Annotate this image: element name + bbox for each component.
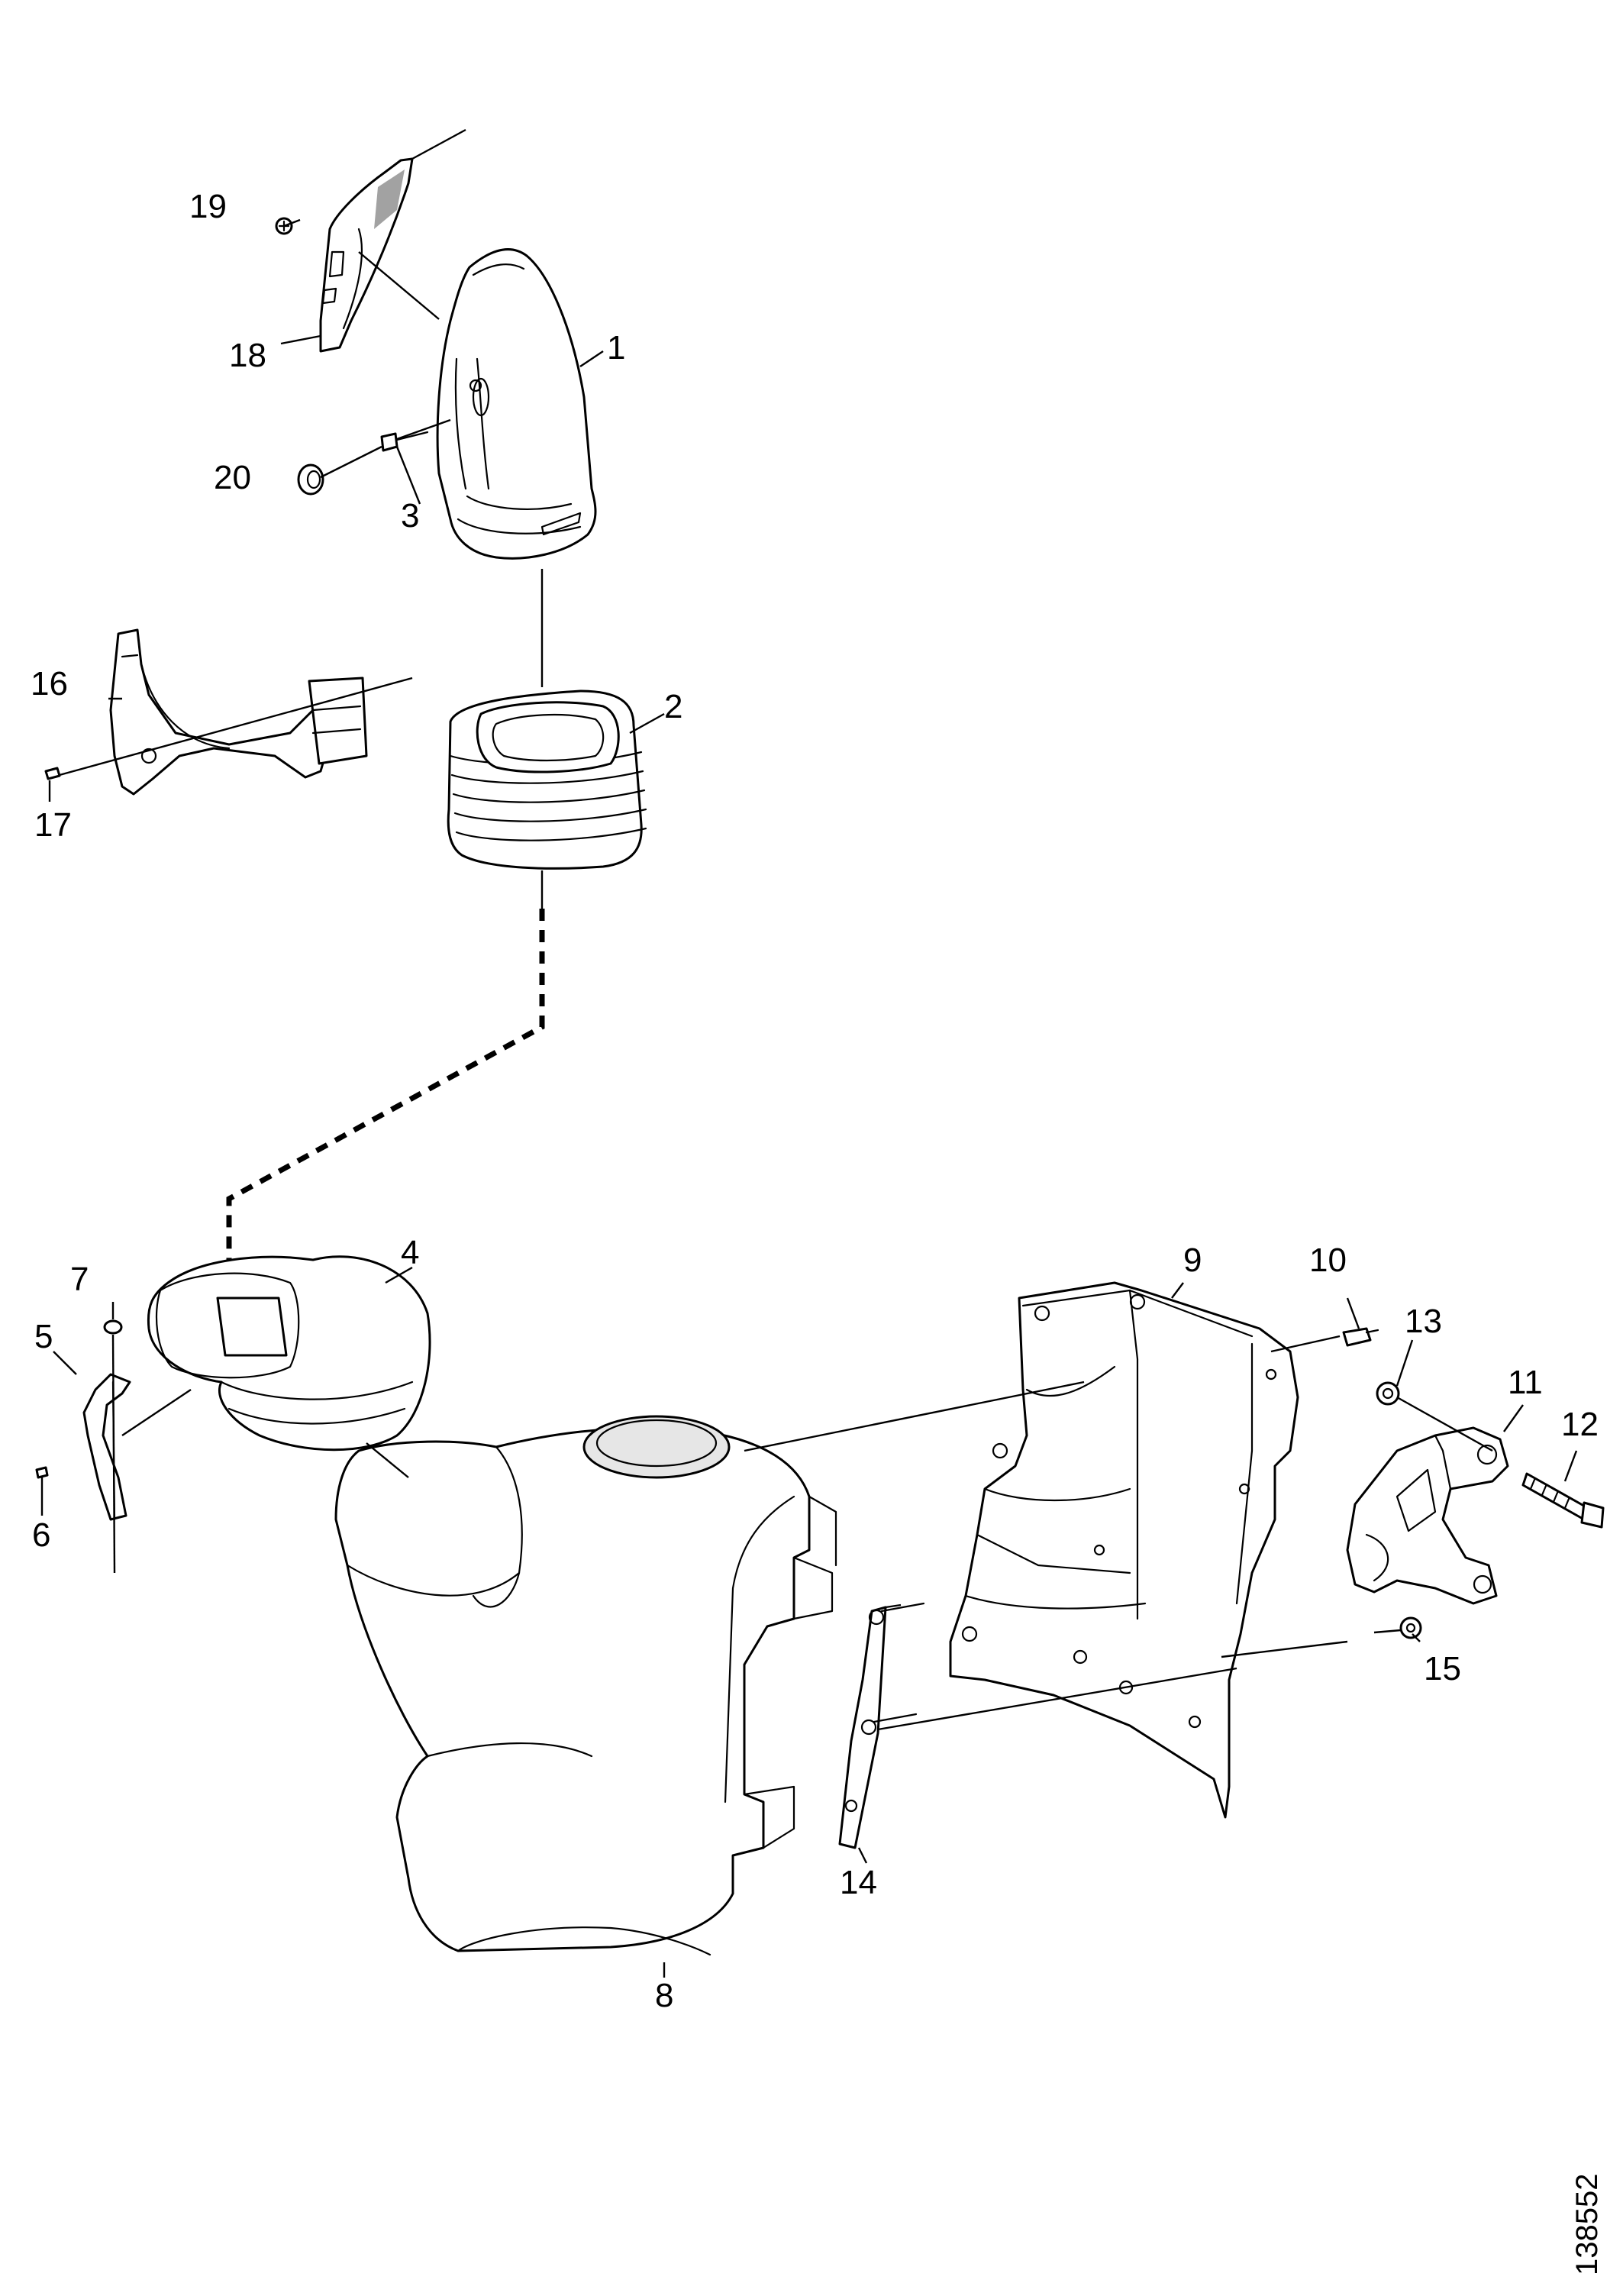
callout-18: 18	[229, 337, 266, 374]
part-16-bracket	[109, 628, 368, 796]
part-11-mount-bracket	[1346, 1426, 1509, 1605]
part-4-duct-adapter	[147, 1255, 431, 1452]
part-17-screw	[44, 767, 61, 780]
document-number: 138552	[1570, 2174, 1604, 2275]
part-7-fastener	[103, 1319, 123, 1335]
callout-5: 5	[34, 1318, 53, 1355]
callout-16: 16	[31, 665, 68, 702]
part-3-screw	[380, 431, 429, 452]
part-20-grommet	[297, 463, 324, 496]
part-2-bellows	[447, 689, 647, 870]
leader-lines	[40, 128, 1578, 1978]
callout-3: 3	[401, 497, 419, 534]
callout-13: 13	[1405, 1303, 1442, 1340]
callout-12: 12	[1561, 1406, 1599, 1443]
part-15-nut	[1399, 1616, 1422, 1639]
part-10-bolt	[1342, 1327, 1379, 1347]
callout-10: 10	[1309, 1242, 1347, 1279]
part-1-air-duct	[436, 248, 597, 560]
callout-4: 4	[401, 1234, 419, 1271]
part-5-clip	[82, 1373, 131, 1521]
callout-14: 14	[840, 1864, 877, 1901]
part-18-cover-panel	[319, 157, 414, 353]
part-14-stud-bracket	[838, 1602, 925, 1849]
callout-8: 8	[655, 1977, 673, 2014]
part-12-long-bolt	[1521, 1472, 1605, 1529]
callout-17: 17	[34, 806, 72, 844]
callout-7: 7	[70, 1261, 89, 1298]
callout-6: 6	[32, 1516, 50, 1554]
assembly-path-dashed	[226, 909, 545, 1313]
callout-11: 11	[1508, 1364, 1543, 1401]
part-8-filter-housing	[334, 1415, 837, 1956]
callout-labels: 1 2 3 4 5 6 7 8 9 10 11 12 13 14 15 16 1…	[31, 188, 1599, 2014]
callout-9: 9	[1183, 1242, 1202, 1279]
callout-20: 20	[214, 459, 251, 496]
part-13-nut	[1376, 1381, 1400, 1406]
callout-2: 2	[664, 688, 682, 725]
part-9-heat-shield	[949, 1281, 1299, 1819]
part-6-screw	[35, 1466, 49, 1479]
callout-15: 15	[1424, 1650, 1461, 1687]
callout-19: 19	[189, 188, 227, 225]
callout-1: 1	[607, 329, 625, 367]
